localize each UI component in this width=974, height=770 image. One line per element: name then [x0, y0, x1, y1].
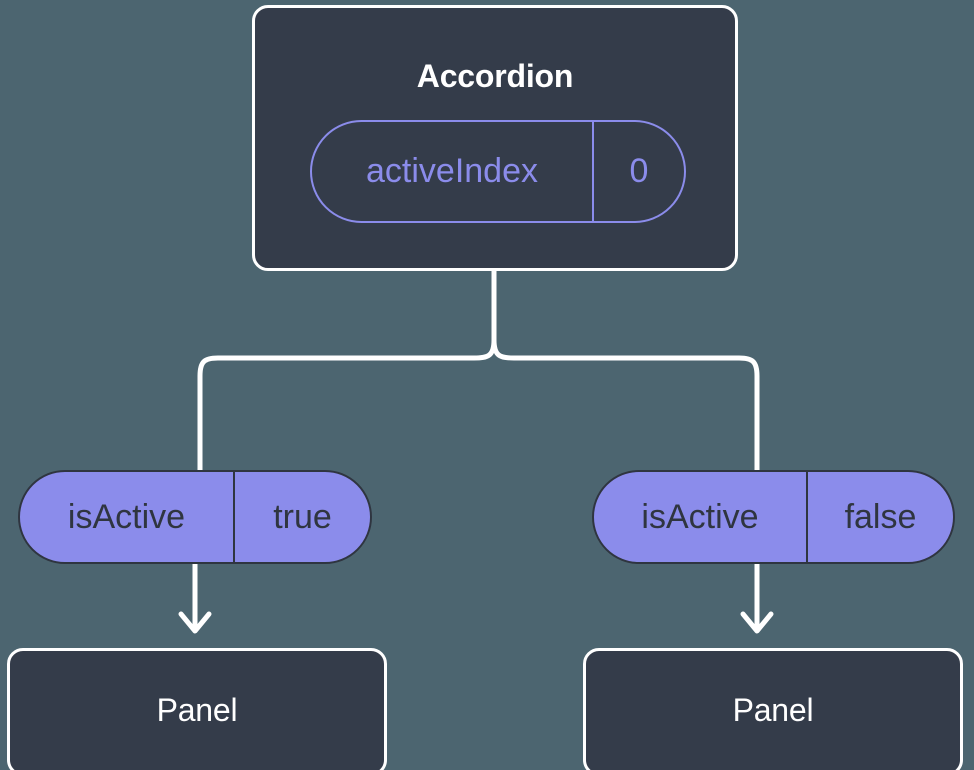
connector-fork-left: [197, 337, 497, 479]
accordion-component-card[interactable]: Accordion activeIndex 0: [252, 5, 738, 271]
prop-pill-isactive-false[interactable]: isActive false: [592, 470, 955, 564]
panel-title-left: Panel: [156, 691, 238, 728]
arrow-head-left: [178, 611, 212, 634]
prop-pill-key-right: isActive: [641, 497, 759, 536]
arrow-head-right: [740, 611, 774, 634]
prop-pill-value-right: false: [806, 472, 953, 562]
prop-pill-isactive-true[interactable]: isActive true: [18, 470, 372, 564]
state-pill-activeindex[interactable]: activeIndex 0: [310, 120, 686, 223]
state-pill-key: activeIndex: [366, 152, 538, 190]
connector-fork-right: [491, 337, 760, 479]
accordion-title: Accordion: [416, 58, 574, 94]
panel-card-left[interactable]: Panel: [7, 648, 387, 770]
prop-pill-value-left: true: [233, 472, 370, 562]
state-pill-value: 0: [592, 122, 684, 221]
panel-title-right: Panel: [732, 691, 814, 728]
panel-card-right[interactable]: Panel: [583, 648, 963, 770]
prop-pill-key-left: isActive: [67, 497, 186, 536]
